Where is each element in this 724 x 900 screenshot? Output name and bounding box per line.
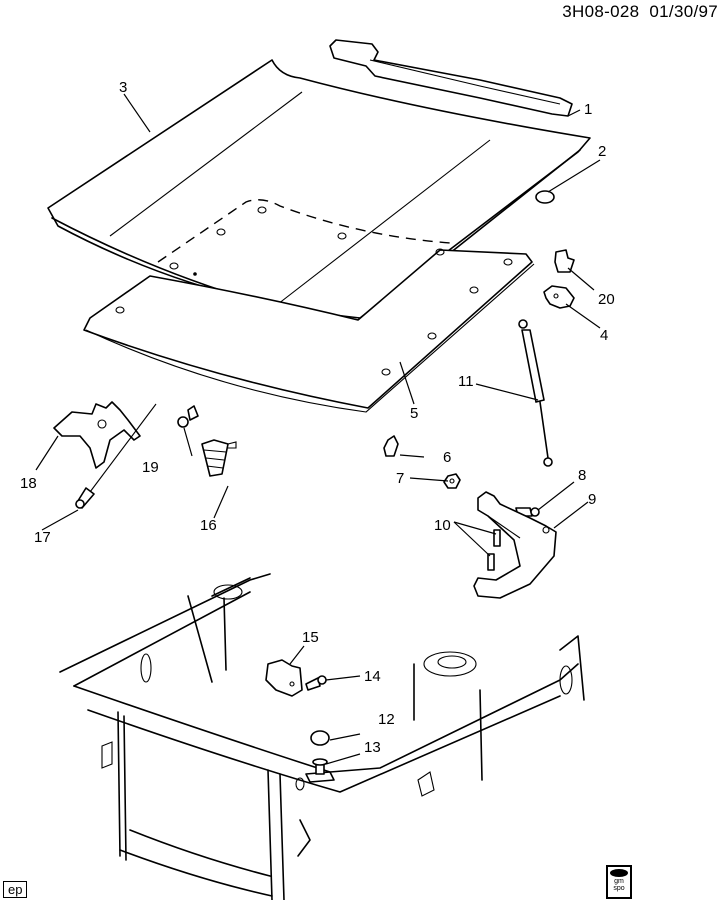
badge-line-1: gm	[614, 878, 624, 885]
part-10-bolts	[487, 529, 501, 571]
part-9-hinge	[473, 491, 557, 599]
drawing-date: 01/30/97	[649, 2, 718, 21]
part-18-hood-latch	[53, 401, 141, 469]
callout-4: 4	[600, 327, 608, 344]
part-15-latch	[265, 659, 303, 697]
callout-5: 5	[410, 405, 418, 422]
part-12-bumper	[310, 730, 330, 746]
drawing-header: 3H08-028 01/30/97	[562, 2, 718, 22]
callout-6: 6	[443, 449, 451, 466]
callout-2: 2	[598, 143, 606, 160]
gm-spo-badge: gm spo	[606, 865, 632, 899]
drawing-number: 3H08-028	[562, 2, 640, 21]
part-13-stop	[305, 758, 335, 783]
callout-13: 13	[364, 739, 381, 756]
part-4-latch-bracket	[543, 285, 575, 309]
front-body-structure	[59, 573, 585, 900]
badge-line-2: spo	[613, 885, 625, 892]
callout-15: 15	[302, 629, 319, 646]
part-19-bolt	[177, 405, 199, 428]
callout-12: 12	[378, 711, 395, 728]
callout-14: 14	[364, 668, 381, 685]
callout-9: 9	[588, 491, 596, 508]
callout-10: 10	[434, 517, 451, 534]
part-1-hood-seal	[329, 39, 573, 117]
callout-1: 1	[584, 101, 592, 118]
part-6-stud	[383, 435, 399, 457]
callout-18: 18	[20, 475, 37, 492]
callout-7: 7	[396, 470, 404, 487]
callout-17: 17	[34, 529, 51, 546]
part-7-nut	[443, 473, 461, 489]
callout-20: 20	[598, 291, 615, 308]
callout-16: 16	[200, 517, 217, 534]
part-5-hood-insulator	[83, 248, 535, 413]
callout-19: 19	[142, 459, 159, 476]
part-14-bolt	[305, 675, 327, 691]
ep-label: ep	[3, 881, 28, 898]
part-20-clip	[554, 249, 575, 273]
part-16-spring	[201, 439, 237, 477]
badge-oval-icon	[610, 869, 628, 877]
part-11-gas-strut	[518, 319, 553, 467]
part-17-bolt	[75, 487, 95, 509]
callout-11: 11	[458, 373, 474, 390]
callout-labels: 1 2 3 4 5 6 7 8 9 10 11 12 13 14 15 16 1…	[20, 79, 615, 756]
part-2-bumper	[535, 190, 555, 204]
leader-lines	[35, 93, 601, 765]
callout-3: 3	[119, 79, 127, 96]
callout-8: 8	[578, 467, 586, 484]
